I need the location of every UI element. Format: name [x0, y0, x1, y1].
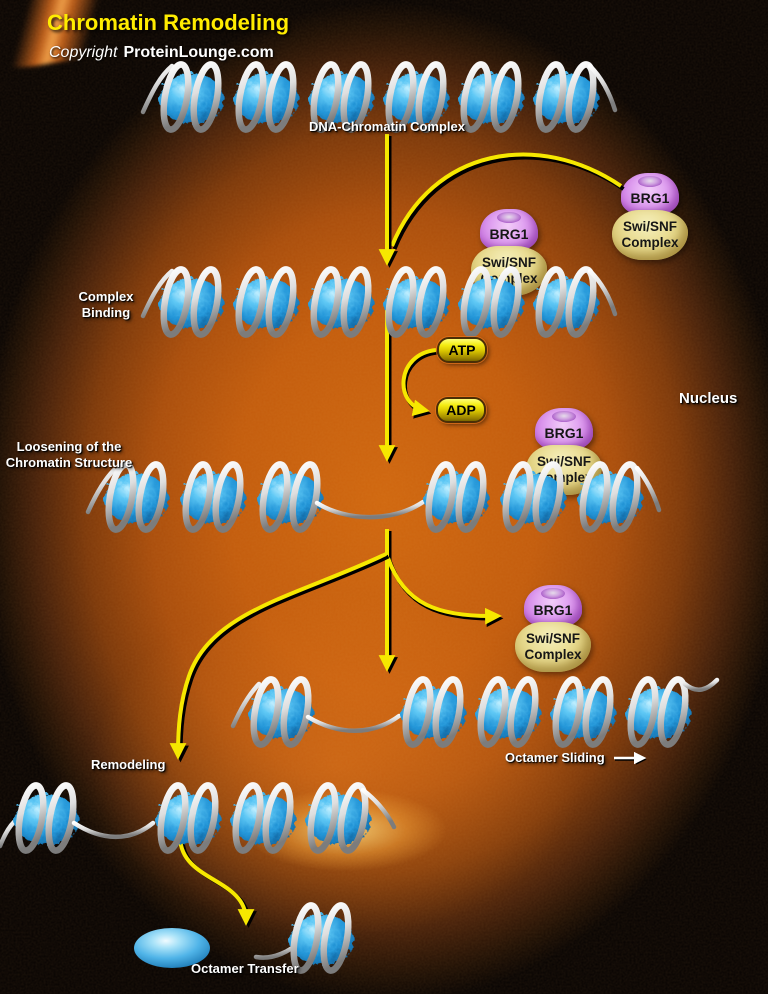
brg1-protein: BRG1 — [535, 408, 593, 452]
label-octamer-transfer: Octamer Transfer — [191, 961, 299, 976]
octamer-transfer-scene — [134, 904, 353, 973]
brg1-protein: BRG1 — [621, 173, 679, 217]
arrow-remodeling — [169, 552, 387, 760]
label-dna-chromatin-complex: DNA-Chromatin Complex — [308, 119, 465, 134]
flow-arrows — [169, 134, 647, 928]
swisnf-label-line1: Swi/SNF — [622, 219, 677, 235]
atp-molecule: ATP — [437, 337, 487, 363]
bare-dna-segment — [305, 713, 402, 733]
swisnf-label-line1: Swi/SNF — [525, 631, 580, 647]
chromatin-chain-loosened — [85, 463, 662, 532]
brg1-label: BRG1 — [544, 425, 584, 441]
swisnf-protein: Swi/SNF Complex — [612, 210, 688, 260]
arrow-atp-to-adp — [401, 348, 437, 417]
label-complex-binding-line1: Complex — [78, 289, 134, 304]
brg1-label: BRG1 — [489, 226, 529, 242]
chromatin-chain-remodeled — [0, 784, 397, 853]
copyright-word: Copyright — [49, 44, 118, 61]
brg1-swisnf-complex-released: BRG1 Swi/SNF Complex — [508, 585, 598, 672]
arrow-complex-release — [386, 557, 502, 625]
swisnf-label-line2: Complex — [621, 235, 679, 250]
chromatin-chain-complex-binding — [140, 268, 618, 337]
brg1-label: BRG1 — [630, 190, 670, 206]
label-nucleus: Nucleus — [679, 390, 738, 407]
brg1-protein: BRG1 — [524, 585, 582, 629]
brand-name: ProteinLounge.com — [123, 44, 274, 61]
arrow-complex-approach — [390, 152, 623, 247]
label-loosening-line1: Loosening of the — [16, 439, 122, 454]
label-remodeling: Remodeling — [91, 757, 166, 772]
adp-molecule: ADP — [436, 397, 486, 423]
label-complex-binding: Complex Binding — [62, 289, 150, 321]
brg1-swisnf-complex-free: BRG1 Swi/SNF Complex — [605, 173, 695, 260]
label-complex-binding-line2: Binding — [81, 304, 131, 320]
page-title: Chromatin Remodeling — [47, 10, 290, 35]
arrow-complex-approach-shadow — [392, 155, 625, 250]
copyright-line: Copyright ProteinLounge.com — [49, 44, 274, 62]
swisnf-label-line1: Swi/SNF — [481, 255, 536, 271]
free-histone-octamer — [134, 928, 210, 968]
chromatin-chain-dna-complex — [140, 63, 618, 132]
arrow-octamer-transfer — [178, 837, 255, 926]
swisnf-protein: Swi/SNF Complex — [515, 622, 591, 672]
bare-dna-segment — [314, 499, 426, 520]
label-octamer-sliding: Octamer Sliding — [505, 750, 605, 765]
arrow-remodeling-shadow — [172, 554, 390, 763]
chromatin-chain-octamer-slid — [230, 678, 720, 747]
label-loosening: Loosening of the Chromatin Structure — [2, 439, 136, 471]
brg1-protein: BRG1 — [480, 209, 538, 253]
swisnf-label-line2: Complex — [524, 647, 582, 662]
label-loosening-line2: Chromatin Structure — [5, 454, 133, 470]
brg1-label: BRG1 — [533, 602, 573, 618]
bare-dna-segment — [71, 820, 156, 840]
